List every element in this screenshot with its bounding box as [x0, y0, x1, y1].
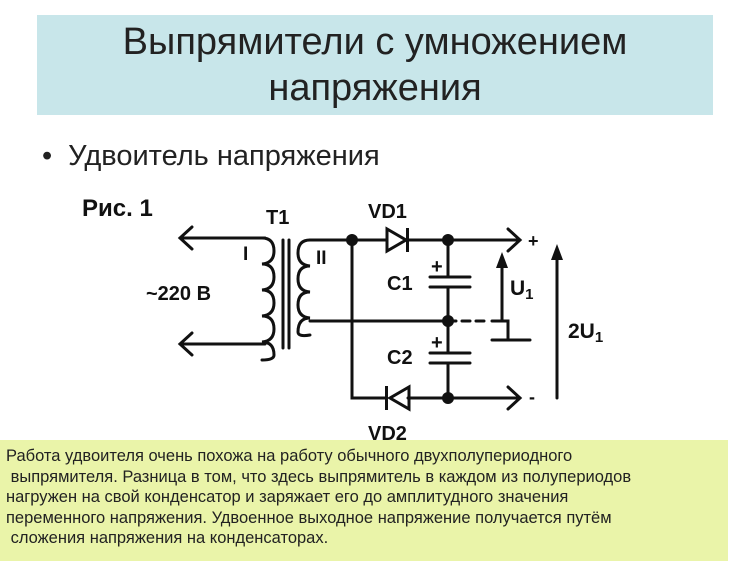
vd1-label: VD1 — [368, 201, 407, 223]
top-wire — [308, 227, 523, 253]
note-line: переменного напряжения. Удвоенное выходн… — [6, 508, 612, 527]
diode-vd2 — [387, 384, 411, 412]
transformer-core — [281, 238, 291, 350]
input-arrow-top — [177, 225, 267, 251]
u1-label: U1 — [510, 277, 534, 303]
note-line: сложения напряжения на конденсаторах. — [6, 529, 329, 547]
vd2-label: VD2 — [368, 423, 407, 445]
node — [442, 234, 454, 246]
transformer-label: T1 — [266, 207, 289, 229]
bullet-marker: • — [42, 140, 53, 172]
c2-plus: + — [431, 332, 443, 354]
node — [346, 234, 358, 246]
ref-line — [490, 319, 532, 342]
explanation-note: Работа удвоителя очень похожа на работу … — [0, 440, 728, 561]
c2-label: C2 — [387, 347, 413, 369]
note-line: Работа удвоителя очень похожа на работу … — [6, 447, 573, 465]
bottom-wire — [350, 238, 523, 411]
node — [442, 315, 454, 327]
c1-plus: + — [431, 256, 443, 278]
capacitor-c2 — [428, 351, 472, 365]
diode-vd1 — [385, 226, 409, 254]
node — [442, 392, 454, 404]
2u1-label: 2U1 — [568, 320, 603, 346]
out-minus: - — [529, 387, 535, 407]
note-line: нагружен на свой конденсатор и заряжает … — [6, 488, 569, 506]
input-arrow-bottom — [177, 331, 267, 357]
input-voltage-label: ~220 В — [146, 283, 211, 305]
slide-title: Выпрямители с умножением напряжения — [122, 21, 628, 109]
note-line: выпрямителя. Разница в том, что здесь вы… — [6, 467, 632, 486]
primary-coil — [260, 236, 276, 362]
figure-label: Рис. 1 — [82, 195, 153, 222]
out-plus: + — [528, 231, 539, 251]
bullet-text: Удвоитель напряжения — [68, 140, 380, 172]
bullet-item: • Удвоитель напряжения — [42, 140, 380, 173]
c1-label: C1 — [387, 273, 413, 295]
primary-label: I — [243, 244, 248, 265]
secondary-label: II — [316, 248, 327, 269]
title-banner: Выпрямители с умножением напряжения — [37, 15, 713, 115]
capacitor-c1 — [428, 275, 472, 289]
secondary-coil — [296, 238, 312, 338]
